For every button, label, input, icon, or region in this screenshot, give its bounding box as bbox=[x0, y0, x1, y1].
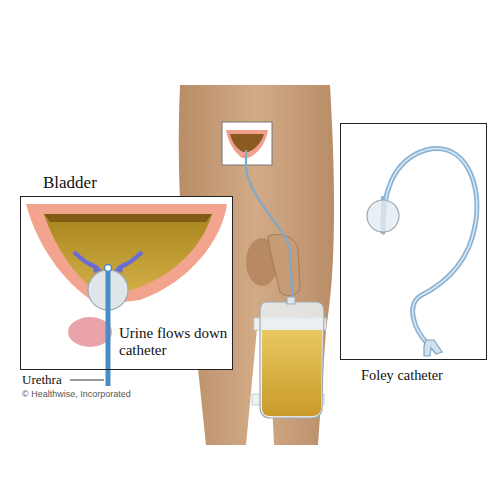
bag-port bbox=[287, 297, 295, 304]
inset-frame: Foley catheter bbox=[340, 123, 487, 360]
catheter-tube bbox=[106, 268, 111, 386]
catheter-tube bbox=[246, 150, 293, 310]
penis bbox=[268, 235, 300, 296]
flow-arrow bbox=[92, 262, 102, 273]
catheter-eyelet bbox=[105, 265, 112, 272]
inset-ground bbox=[340, 123, 487, 360]
part-label: Urethra bbox=[22, 372, 62, 388]
inset-urine bbox=[230, 134, 264, 152]
bag-urine bbox=[262, 330, 322, 416]
leader-line bbox=[70, 380, 104, 381]
urine-surface bbox=[44, 214, 212, 222]
drainage-bag bbox=[260, 302, 324, 418]
prostate bbox=[68, 317, 112, 347]
inset-ground bbox=[20, 196, 233, 370]
foley-coil-highlight bbox=[383, 149, 477, 344]
copyright-note: © Healthwise, Incorporated bbox=[22, 389, 131, 399]
inset-frame: BladderUrine flows down catheter bbox=[20, 196, 233, 370]
foley-ports bbox=[424, 340, 442, 356]
flow-arrow bbox=[114, 262, 124, 273]
foley-balloon bbox=[367, 200, 399, 232]
urine-pool bbox=[44, 214, 212, 292]
foley-coil bbox=[383, 149, 477, 344]
